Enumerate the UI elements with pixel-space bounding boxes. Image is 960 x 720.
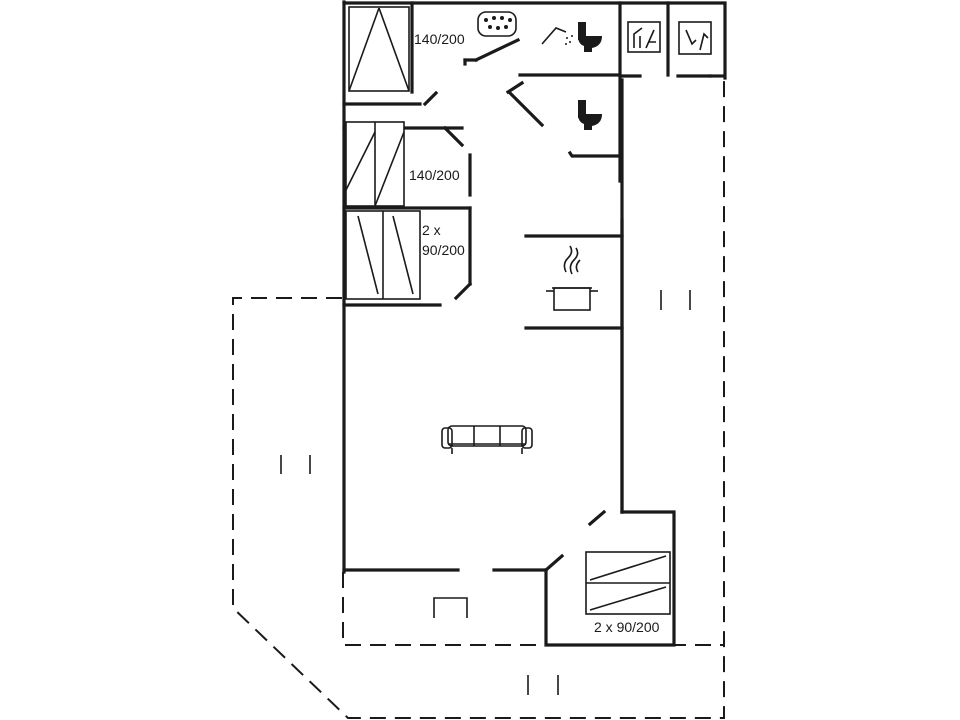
north-wall: [342, 1, 727, 80]
door-swing: [422, 90, 439, 107]
entrance-porch: [342, 572, 545, 646]
terrace-markers: [280, 290, 691, 695]
bed-double-top: [348, 6, 410, 92]
bed-label-twin-line1: 2 x: [422, 222, 441, 238]
annex-west-wall: [543, 553, 565, 573]
cooking-pot-icon: [546, 245, 598, 311]
toilet-icon: [578, 100, 602, 130]
bedroom2-door: [442, 125, 465, 148]
bathroom-south-wall: [463, 37, 521, 63]
bed-twin: [345, 210, 421, 300]
shower-icon: [541, 27, 573, 45]
sofa-icon: [441, 425, 533, 454]
exterior-walls: [342, 0, 727, 647]
bedroom3-door: [453, 281, 473, 301]
annex-door: [587, 509, 607, 527]
annex-walls: [544, 510, 676, 647]
washing-machine-icon: [678, 21, 712, 55]
beds: [345, 6, 671, 615]
wc-west-door: [505, 80, 545, 128]
west-terrace: [232, 80, 725, 719]
bed-label-annex: 2 x 90/200: [594, 619, 660, 635]
toilet-icon: [578, 22, 602, 52]
bed-label-twin-line2: 90/200: [422, 242, 465, 258]
bed-double-middle: [345, 121, 405, 207]
wc-south-wall: [567, 150, 622, 158]
bed-label-middle: 140/200: [409, 167, 460, 183]
bed-label-top: 140/200: [414, 31, 465, 47]
whirlpool-icon: [477, 11, 517, 37]
bed-twin-annex: [585, 551, 671, 615]
sauna-icon: [627, 21, 661, 53]
entrance-step: [433, 597, 468, 618]
